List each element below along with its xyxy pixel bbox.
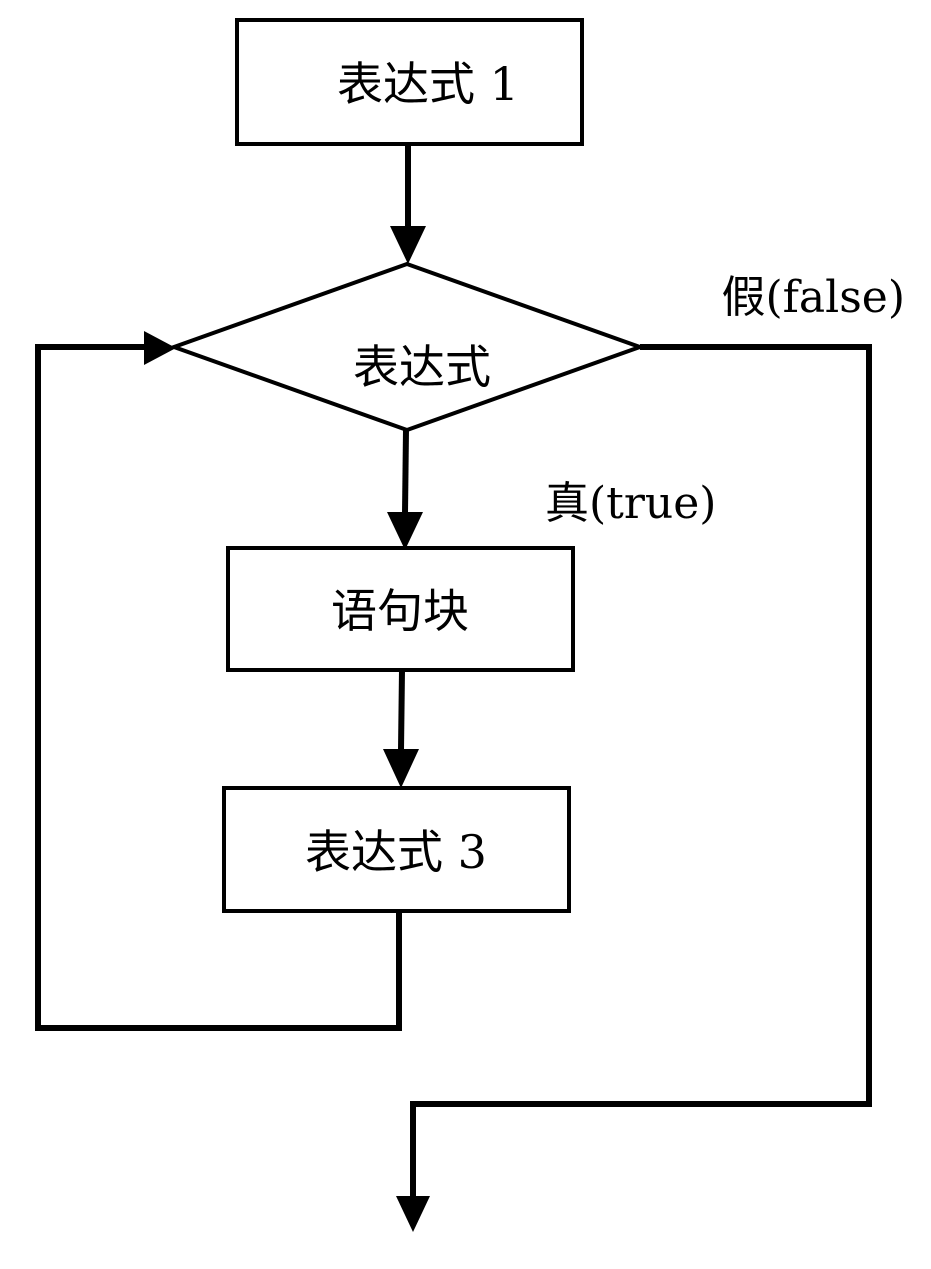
node-expr3-label: 表达式 3: [305, 825, 487, 879]
arrowhead-into-block: [387, 512, 423, 550]
edge-condition-to-block: [387, 429, 423, 550]
arrowhead-loop-into-condition: [144, 331, 176, 365]
edge-condition-to-block-line: [402, 429, 409, 514]
node-block-label: 语句块: [331, 584, 469, 638]
node-expr1-label: 表达式 1: [337, 57, 519, 111]
edge-false-exit: [396, 344, 872, 1232]
node-condition: 表达式: [168, 261, 646, 433]
arrowhead-exit: [396, 1196, 430, 1232]
edge-false-exit-line: [410, 344, 872, 1198]
edge-block-to-expr3-line: [398, 669, 405, 751]
edge-expr1-to-condition: [390, 144, 426, 264]
edge-block-to-expr3: [383, 669, 419, 788]
edge-loop-back: [35, 331, 402, 1031]
node-expr1-box: [235, 18, 584, 146]
node-condition-diamond: [168, 261, 646, 433]
arrowhead-into-condition: [390, 226, 426, 264]
node-expr1: 表达式 1: [235, 18, 584, 146]
arrowhead-into-expr3: [383, 749, 419, 788]
edge-label-true: 真(true): [545, 478, 716, 529]
edge-label-false: 假(false): [721, 272, 905, 323]
edge-loop-back-line: [35, 344, 402, 1031]
node-condition-label: 表达式: [353, 340, 491, 394]
node-block: 语句块: [226, 546, 575, 672]
node-block-box: [226, 546, 575, 672]
node-expr3: 表达式 3: [222, 786, 571, 913]
